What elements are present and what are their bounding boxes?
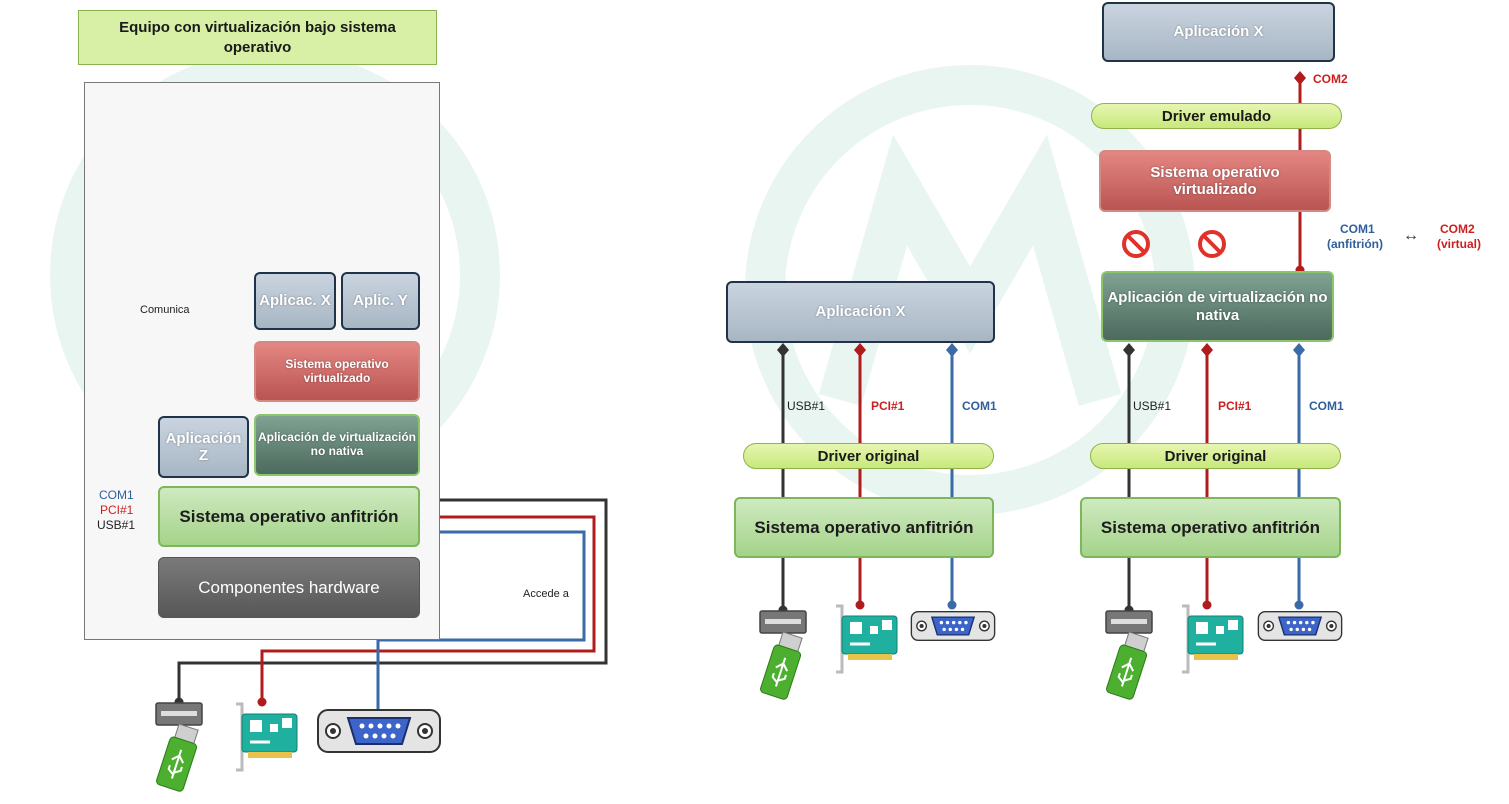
right-app-x-box: Aplicación X: [1102, 2, 1335, 62]
middle-com1-label: COM1: [962, 399, 997, 413]
right-host-os-box: Sistema operativo anfitrión: [1080, 497, 1341, 558]
pci-card-icon: [1182, 604, 1244, 674]
usb-drive-icon: [1105, 610, 1153, 700]
virtualized-os-box: Sistema operativo virtualizado: [254, 341, 420, 402]
pci1-port-label: PCI#1: [100, 503, 134, 517]
hardware-components-box: Componentes hardware: [158, 557, 420, 618]
app-z-box: Aplicación Z: [158, 416, 249, 478]
prohibited-icon: [1198, 230, 1226, 258]
pci-card-icon: [836, 604, 898, 674]
emulated-driver: Driver emulado: [1091, 103, 1342, 129]
usb1-port-label: USB#1: [97, 518, 136, 532]
middle-app-x-box: Aplicación X: [726, 281, 995, 343]
app-y-box: Aplic. Y: [341, 272, 420, 330]
mapping-host-note: (anfitrión): [1327, 237, 1383, 251]
diagram-title: Equipo con virtualización bajo sistema o…: [78, 10, 437, 65]
mapping-host-port: COM1: [1340, 222, 1375, 236]
host-os-box: Sistema operativo anfitrión: [158, 486, 420, 547]
serial-port-icon: [1257, 610, 1343, 642]
communicates-label: Comunica: [140, 304, 190, 316]
right-virtualization-app-box: Aplicación de virtualización no nativa: [1101, 271, 1334, 342]
usb-drive-icon: [155, 702, 203, 792]
accesses-label: Accede a: [523, 588, 569, 600]
mapping-virtual-port: COM2: [1440, 222, 1475, 236]
pci-card-icon: [236, 702, 298, 772]
right-com2-label: COM2: [1313, 72, 1348, 86]
mapping-virtual-note: (virtual): [1437, 237, 1482, 251]
right-original-driver: Driver original: [1090, 443, 1341, 469]
app-x-box: Aplicac. X: [254, 272, 336, 330]
right-usb1-label: USB#1: [1133, 399, 1172, 413]
middle-pci1-label: PCI#1: [871, 399, 905, 413]
prohibited-icon: [1122, 230, 1150, 258]
right-com1-label: COM1: [1309, 399, 1344, 413]
middle-usb1-label: USB#1: [787, 399, 826, 413]
middle-host-os-box: Sistema operativo anfitrión: [734, 497, 994, 558]
serial-port-icon: [317, 709, 441, 753]
right-virtualized-os-box: Sistema operativo virtualizado: [1099, 150, 1331, 212]
usb-drive-icon: [759, 610, 807, 700]
com1-port-label: COM1: [99, 488, 134, 502]
serial-port-icon: [910, 610, 996, 642]
virtualization-app-box: Aplicación de virtualización no nativa: [254, 414, 420, 476]
right-pci1-label: PCI#1: [1218, 399, 1252, 413]
mapping-arrow: ↔: [1403, 227, 1419, 244]
middle-original-driver: Driver original: [743, 443, 994, 469]
